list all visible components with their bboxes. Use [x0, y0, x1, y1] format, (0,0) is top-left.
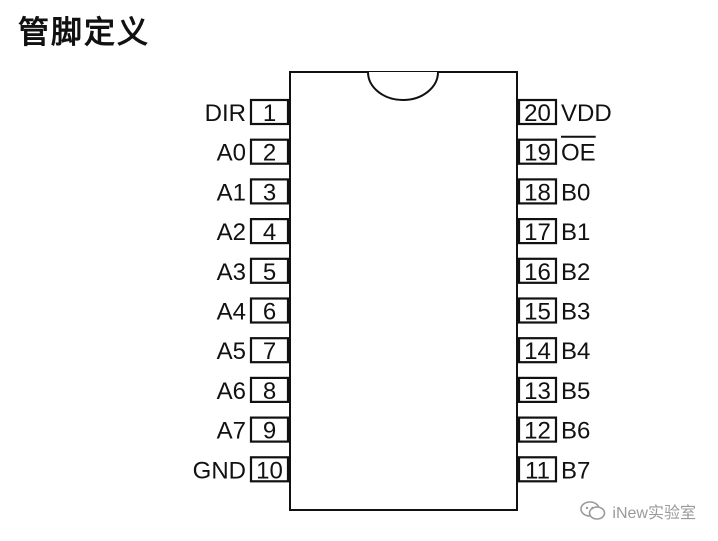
pin-number: 18	[524, 179, 551, 206]
pin-label: A3	[217, 259, 246, 286]
pin-number: 2	[263, 140, 276, 167]
pin-box	[249, 456, 290, 483]
pin-box	[249, 178, 290, 205]
pin-number: 6	[263, 299, 276, 326]
pin-number: 10	[256, 457, 283, 484]
pin-label: OE	[561, 140, 596, 167]
pin-label: B6	[561, 418, 590, 445]
pin-box	[517, 138, 558, 165]
pin-label: B1	[561, 219, 590, 246]
pin-number: 9	[263, 418, 276, 445]
pin-box	[249, 257, 290, 284]
pin-box	[517, 376, 558, 403]
pin-6: 6 A4	[217, 297, 290, 326]
pin-label: GND	[193, 457, 246, 484]
pin-number: 3	[263, 179, 276, 206]
pin-15: 15 B3	[517, 297, 590, 326]
pin-box	[249, 337, 290, 364]
pin-1: 1 DIR	[205, 98, 290, 127]
pin-label: A6	[217, 378, 246, 405]
pin-number: 12	[524, 418, 551, 445]
orientation-notch	[367, 71, 439, 101]
pin-13: 13 B5	[517, 376, 590, 405]
left-pin-column: 1 DIR 2 A0 3 A1 4 A2 5 A3 6 A4 7 A5 8 A6 9 A7 10 GND	[193, 98, 290, 484]
pin-8: 8 A6	[217, 376, 290, 405]
watermark-text: iNew实验室	[612, 505, 696, 522]
pin-number: 13	[524, 378, 551, 405]
pin-17: 17 B1	[517, 218, 590, 246]
pin-label: B7	[561, 457, 590, 484]
ic-package	[289, 71, 518, 511]
pin-11: 11 B7	[517, 456, 590, 484]
pin-label: A2	[217, 219, 246, 246]
pin-number: 17	[524, 219, 551, 246]
pin-box	[249, 297, 290, 324]
pin-label: B3	[561, 299, 590, 326]
pin-box	[517, 456, 558, 483]
pin-label: B2	[561, 259, 590, 286]
pin-label: B0	[561, 179, 590, 206]
pin-box	[517, 178, 558, 205]
pin-label: A7	[217, 418, 246, 445]
pin-16: 16 B2	[517, 257, 590, 286]
pin-number: 11	[525, 457, 550, 484]
pin-12: 12 B6	[517, 416, 590, 445]
pin-number: 4	[263, 219, 276, 246]
pin-label: A1	[217, 179, 246, 206]
wechat-icon	[580, 501, 606, 520]
watermark: iNew实验室	[580, 499, 696, 523]
pin-box	[517, 98, 558, 126]
pin-19: 19 OE	[517, 135, 596, 167]
pin-label: DIR	[205, 100, 246, 127]
pin-14: 14 B4	[517, 337, 590, 365]
ic-body	[289, 71, 518, 511]
pin-20: 20 VDD	[517, 98, 612, 127]
pin-number: 19	[524, 140, 551, 167]
pin-box	[517, 257, 558, 284]
pin-box	[517, 337, 558, 364]
pin-label: A5	[217, 338, 246, 365]
pin-number: 5	[263, 259, 276, 286]
pin-label: B4	[561, 338, 590, 365]
pin-box	[249, 138, 290, 165]
pin-label: A0	[217, 140, 246, 167]
pin-18: 18 B0	[517, 178, 590, 206]
pin-7: 7 A5	[217, 337, 290, 365]
pin-number: 16	[524, 259, 551, 286]
pin-number: 14	[524, 338, 551, 365]
pin-box	[517, 416, 558, 443]
pin-3: 3 A1	[217, 178, 290, 206]
pin-5: 5 A3	[217, 257, 290, 286]
pin-number: 7	[263, 338, 276, 365]
pin-label: VDD	[561, 100, 612, 127]
pin-label: B5	[561, 378, 590, 405]
pin-box	[517, 297, 558, 324]
pin-label: A4	[217, 299, 246, 326]
pin-box	[249, 416, 290, 443]
pin-box	[249, 376, 290, 403]
pin-number: 8	[263, 378, 276, 405]
pin-box	[249, 218, 290, 245]
pin-9: 9 A7	[217, 416, 290, 445]
pin-10: 10 GND	[193, 456, 290, 484]
right-pin-column: 20 VDD 19 OE 18 B0 17 B1 16 B2 15 B3 14 B4 13 B5 12 B6 11 B…	[517, 98, 612, 484]
page-title: 管脚定义	[18, 15, 150, 51]
pin-4: 4 A2	[217, 218, 290, 246]
pin-box	[517, 218, 558, 245]
pin-2: 2 A0	[217, 138, 290, 167]
pin-box	[249, 98, 290, 126]
pin-number: 20	[524, 100, 551, 127]
pin-number: 15	[524, 299, 551, 326]
pin-number: 1	[263, 100, 276, 127]
